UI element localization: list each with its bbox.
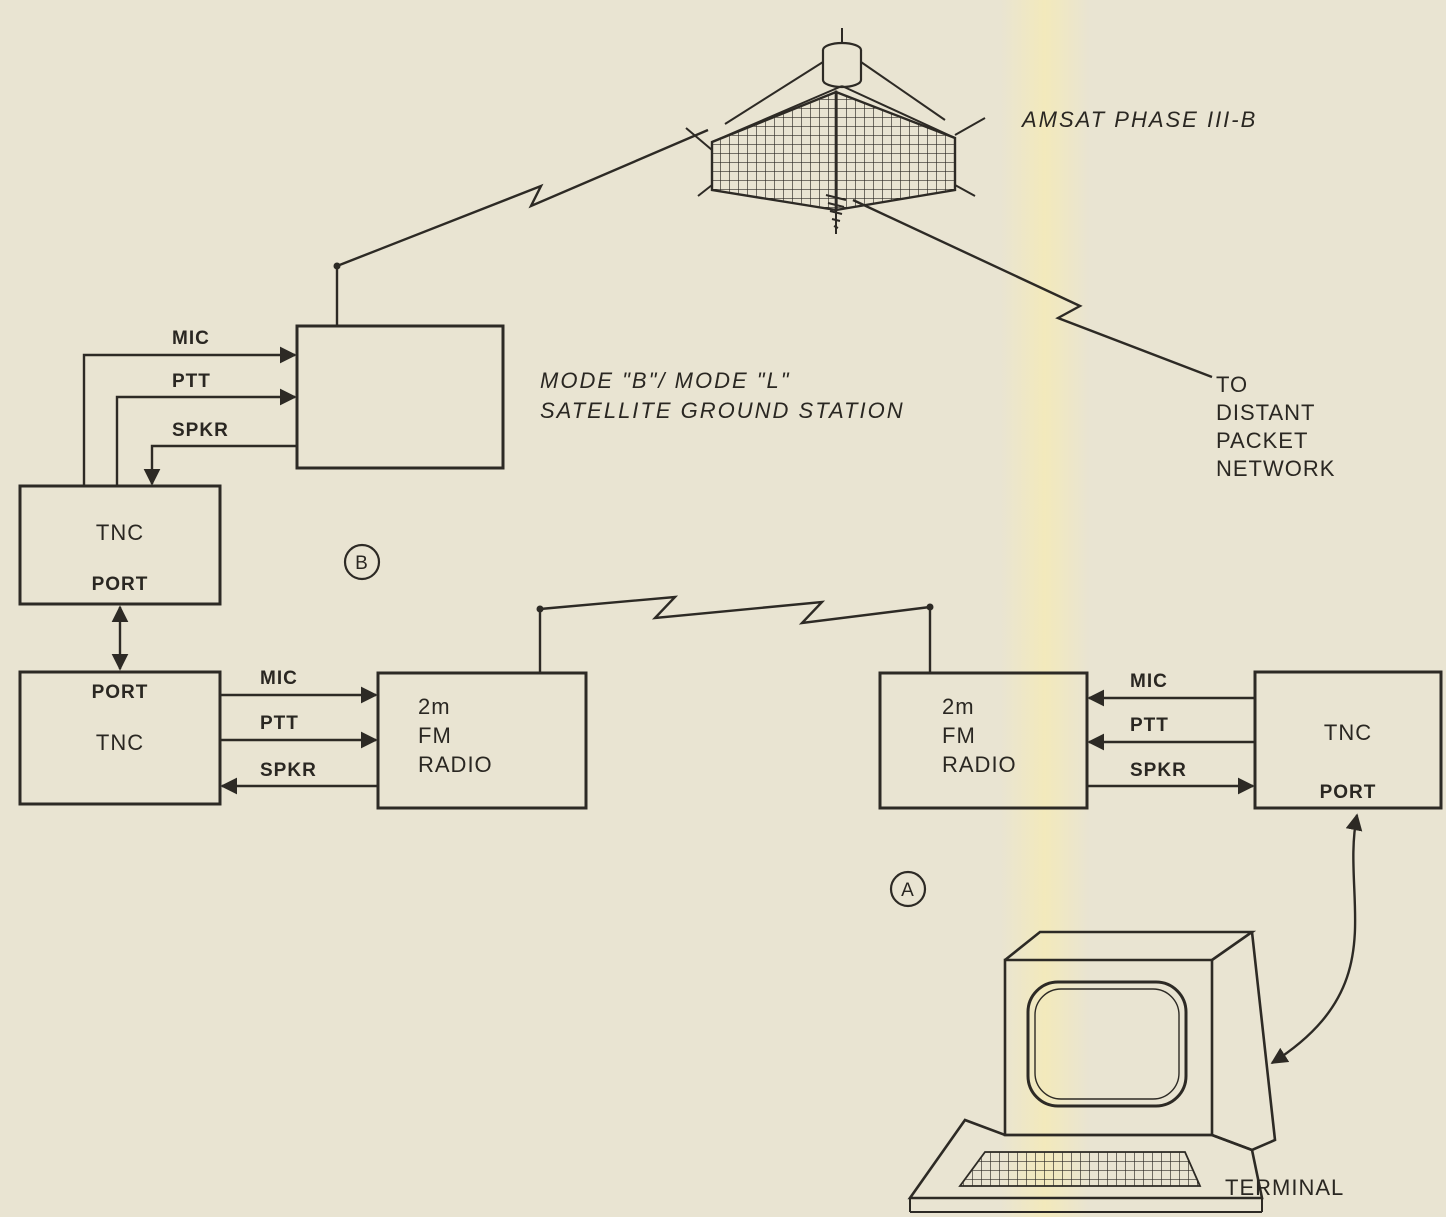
satellite-icon xyxy=(685,28,986,234)
link-radio-to-radio xyxy=(536,595,934,673)
signal-mic-b: MIC xyxy=(172,328,210,349)
radio-left-line2: FM xyxy=(418,723,452,748)
wires-right xyxy=(1087,689,1255,795)
tnc-left-box xyxy=(18,670,222,806)
radio-left-line1: 2m xyxy=(418,694,451,719)
link-ground-to-satellite xyxy=(333,128,709,326)
wires-tnc-b-ground xyxy=(82,346,297,486)
signal-mic-left: MIC xyxy=(260,668,298,689)
wires-left xyxy=(220,686,378,795)
distant-line1: TO xyxy=(1216,372,1248,397)
tnc-left-line1: PORT xyxy=(92,682,149,703)
page-bleed-band xyxy=(1000,0,1090,1217)
terminal-icon xyxy=(907,930,1277,1213)
radio-right-box xyxy=(878,671,1089,810)
signal-ptt-b: PTT xyxy=(172,371,211,392)
ground-station-line1: MODE "B"/ MODE "L" xyxy=(540,368,791,393)
tnc-b-line1: TNC xyxy=(96,520,144,545)
tnc-right-line1: TNC xyxy=(1324,720,1372,745)
ground-station-box xyxy=(295,324,505,470)
link-satellite-to-distant xyxy=(852,198,1213,379)
distant-line3: PACKET xyxy=(1216,428,1308,453)
marker-a: A xyxy=(889,870,927,908)
distant-line4: NETWORK xyxy=(1216,456,1335,481)
terminal-link xyxy=(1270,813,1363,1065)
signal-ptt-left: PTT xyxy=(260,713,299,734)
signal-spkr-left: SPKR xyxy=(260,760,317,781)
tnc-right-box xyxy=(1253,670,1443,810)
radio-right-line2: FM xyxy=(942,723,976,748)
terminal-label: TERMINAL xyxy=(1225,1175,1344,1200)
tnc-right-line2: PORT xyxy=(1320,782,1377,803)
signal-mic-right: MIC xyxy=(1130,671,1168,692)
svg-text:A: A xyxy=(901,880,915,901)
signal-ptt-right: PTT xyxy=(1130,715,1169,736)
radio-left-box xyxy=(376,671,588,810)
tnc-b-line2: PORT xyxy=(92,574,149,595)
radio-left-line3: RADIO xyxy=(418,752,493,777)
marker-b: B xyxy=(343,543,381,581)
satellite-label: AMSAT PHASE III-B xyxy=(1020,107,1257,132)
radio-right-line1: 2m xyxy=(942,694,975,719)
radio-right-line3: RADIO xyxy=(942,752,1017,777)
ground-station-line2: SATELLITE GROUND STATION xyxy=(540,398,905,423)
tnc-left-line2: TNC xyxy=(96,730,144,755)
tnc-b-box xyxy=(18,484,222,606)
signal-spkr-right: SPKR xyxy=(1130,760,1187,781)
distant-line2: DISTANT xyxy=(1216,400,1315,425)
signal-spkr-b: SPKR xyxy=(172,420,229,441)
svg-text:B: B xyxy=(355,553,369,574)
